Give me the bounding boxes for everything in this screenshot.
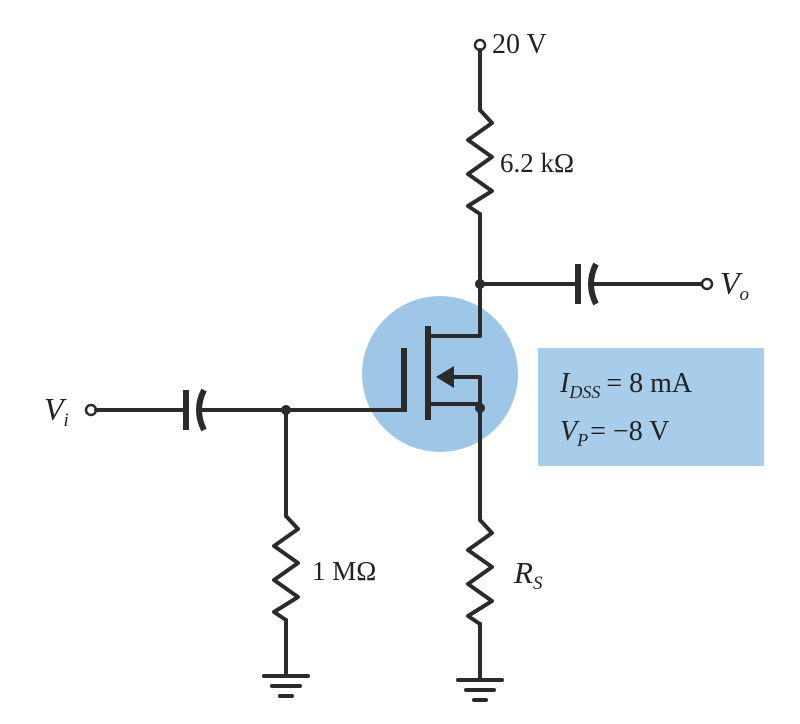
gate-resistor xyxy=(272,514,300,622)
gate-resistor-label: 1 MΩ xyxy=(312,556,376,586)
substrate-arrow xyxy=(436,366,454,388)
drain-wire xyxy=(428,212,482,338)
input-label: Vi xyxy=(44,391,69,431)
output-terminal xyxy=(700,277,714,291)
drain-resistor-label: 6.2 kΩ xyxy=(500,148,574,178)
transistor-highlight xyxy=(362,296,518,452)
parameter-box xyxy=(538,348,764,466)
supply-voltage-label: 20 V xyxy=(492,29,547,60)
drain-resistor xyxy=(466,108,494,216)
source-resistor-label: RS xyxy=(513,555,543,594)
source-resistor xyxy=(466,518,494,626)
vp-parameter: VP= −8 V xyxy=(560,416,669,450)
output-label: Vo xyxy=(720,265,749,305)
idss-parameter: IDSS= 8 mA xyxy=(559,368,693,402)
